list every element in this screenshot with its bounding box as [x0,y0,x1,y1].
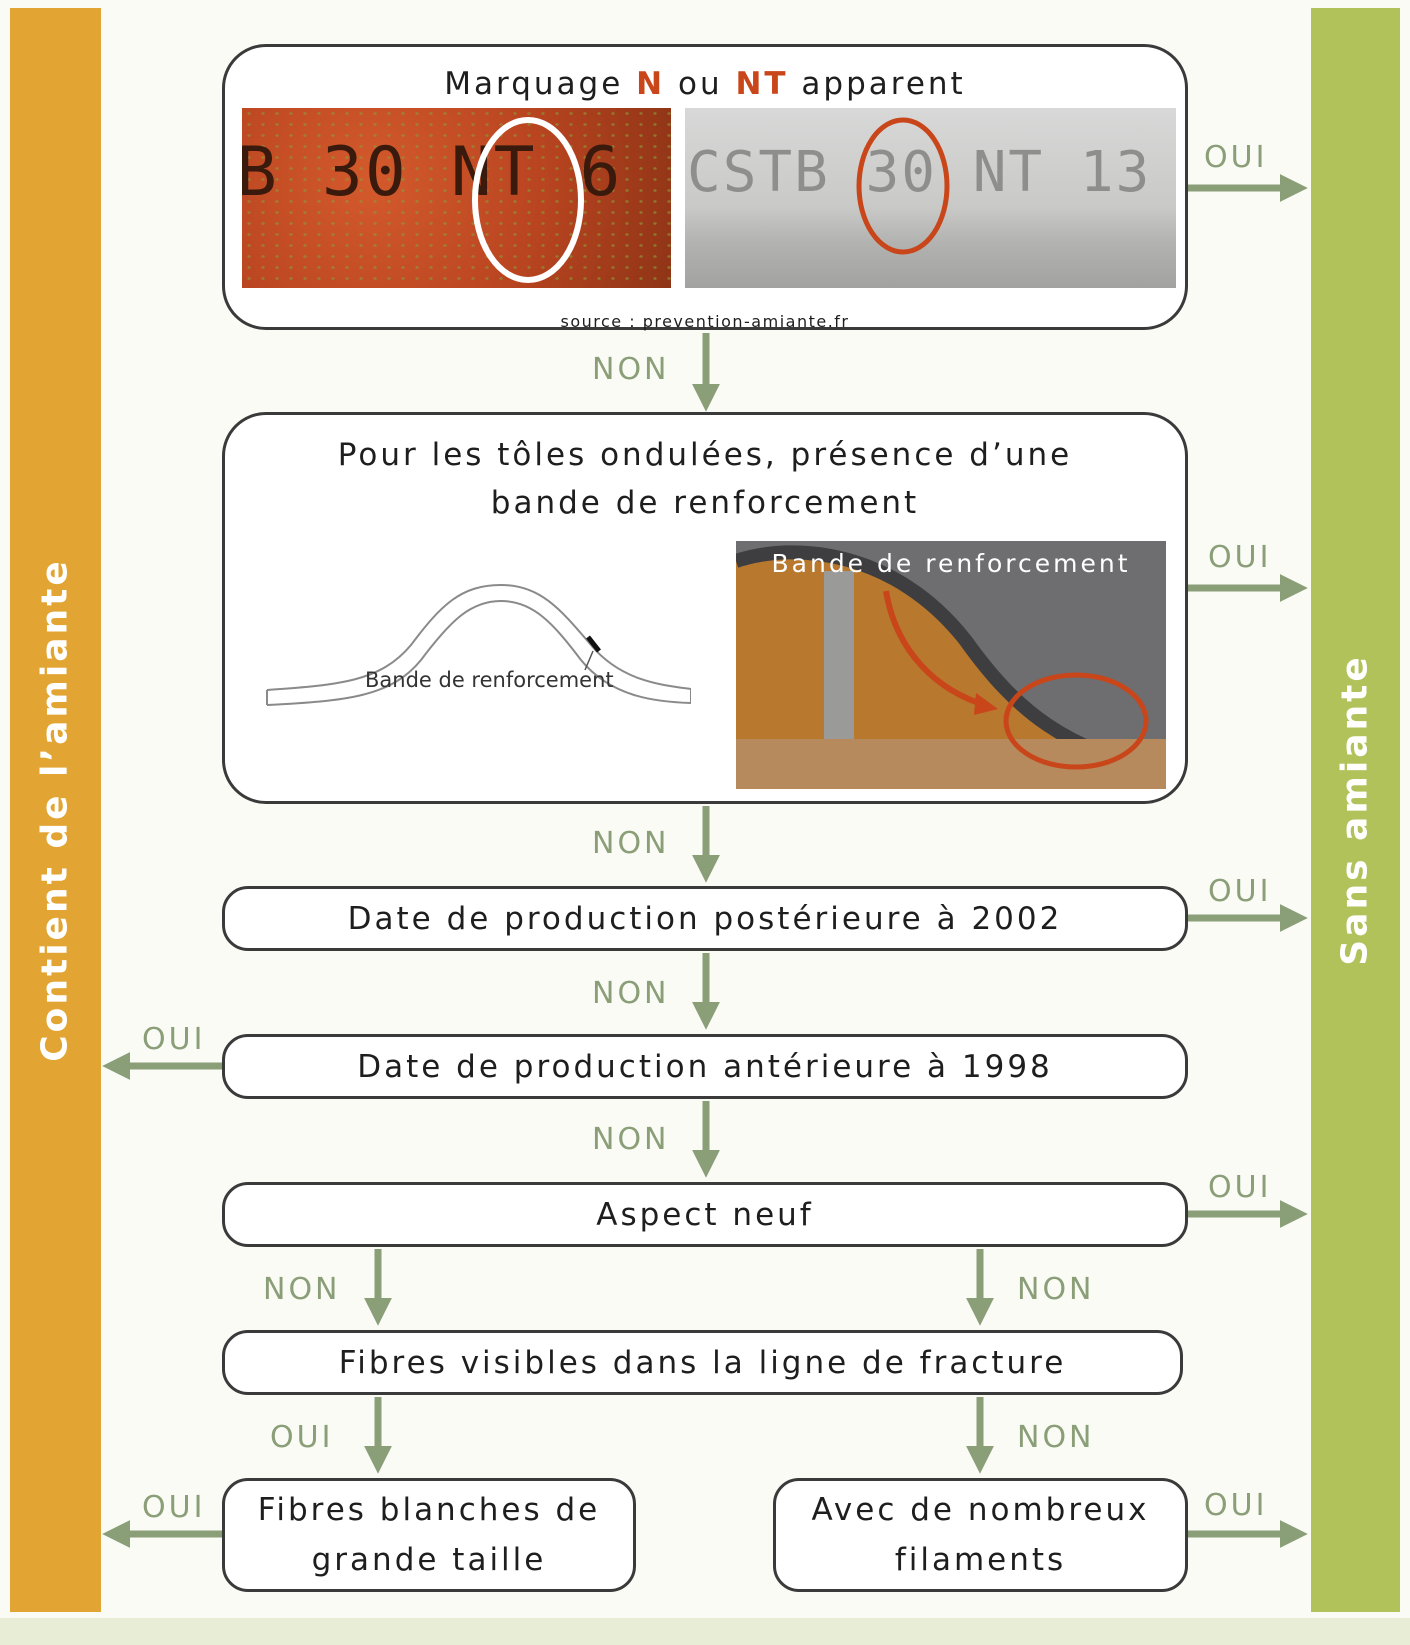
step-visible-fibres-text: Fibres visibles dans la ligne de fractur… [338,1344,1067,1381]
label-non: NON [1017,1272,1095,1307]
bottom-strip [0,1618,1410,1645]
label-oui: OUI [1208,874,1272,909]
marking-text: B 30 NT 6 [242,133,623,212]
step-after-2002-box: Date de production postérieure à 2002 [222,886,1188,951]
diagram-caption: Bande de renforcement [365,668,614,692]
marking-photo-red-tile: B 30 NT 6 [242,108,671,288]
marking-photo-grey-sheet: CSTB 30 NT 13 X 35 [685,108,1176,288]
highlight-circle [472,117,584,283]
marking-text: CSTB 30 NT 13 X 35 [687,140,1176,205]
label-oui: OUI [1204,1488,1268,1523]
step-filaments-line1: Avec de nombreux [811,1492,1150,1528]
step-before-1998-box: Date de production antérieure à 1998 [222,1034,1188,1099]
step-new-aspect-text: Aspect neuf [596,1196,814,1233]
sidebar-no-asbestos [1311,8,1400,1612]
label-non: NON [1017,1420,1095,1455]
step-after-2002-text: Date de production postérieure à 2002 [347,900,1063,937]
label-non: NON [592,826,670,861]
label-oui: OUI [142,1022,206,1057]
step-white-fibres-line2: grande taille [311,1542,547,1578]
label-non: NON [592,352,670,387]
corrugation-diagram [266,583,691,706]
step-marking-title: Marquage N ou NT apparent [444,66,966,102]
photo-caption: Bande de renforcement [771,549,1131,578]
step-reinforcement-title-line2: bande de renforcement [490,485,920,521]
step-before-1998-text: Date de production antérieure à 1998 [357,1048,1053,1085]
highlight-circle [856,117,950,255]
step-visible-fibres-box: Fibres visibles dans la ligne de fractur… [222,1330,1183,1395]
label-oui: OUI [142,1490,206,1525]
step-new-aspect-box: Aspect neuf [222,1182,1188,1247]
label-non: NON [592,976,670,1011]
step-reinforcement-box: Pour les tôles ondulées, présence d’une … [222,412,1188,804]
step-white-fibres-line1: Fibres blanches de [257,1492,601,1528]
step-filaments-box: Avec de nombreux filaments [773,1478,1188,1592]
reinforcement-photo: Bande de renforcement [736,541,1166,789]
label-oui: OUI [270,1420,334,1455]
step-filaments-line2: filaments [894,1542,1067,1578]
label-oui: OUI [1208,540,1272,575]
label-oui: OUI [1208,1170,1272,1205]
step-marking-box: Marquage N ou NT apparent B 30 NT 6 CSTB… [222,44,1188,331]
step-white-fibres-box: Fibres blanches de grande taille [222,1478,636,1592]
label-oui: OUI [1204,140,1268,175]
label-non: NON [592,1122,670,1157]
sidebar-contains-asbestos [10,8,101,1612]
step-reinforcement-title-line1: Pour les tôles ondulées, présence d’une [337,437,1073,473]
image-source: source : prevention-amiante.fr [560,312,850,331]
label-non: NON [263,1272,341,1307]
